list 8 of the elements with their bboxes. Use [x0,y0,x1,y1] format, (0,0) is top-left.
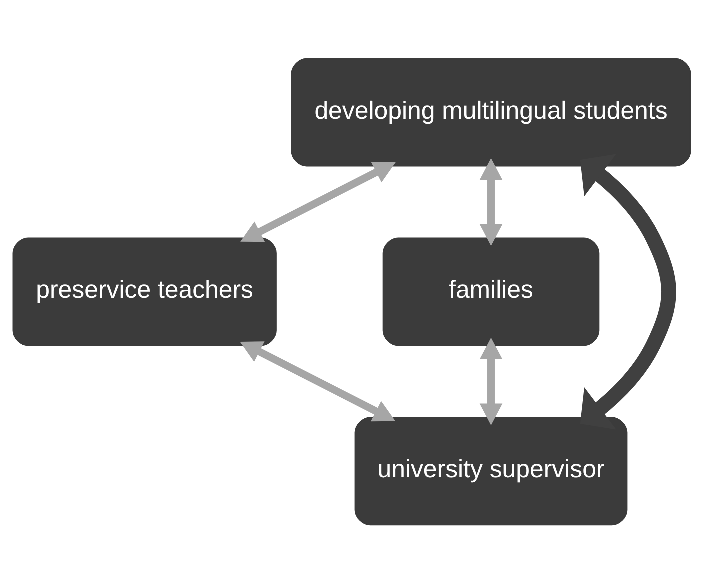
node-box: university supervisor [354,416,628,526]
node-box: preservice teachers [12,237,277,346]
node-box: families [382,237,600,346]
arrow [480,158,503,246]
arrow [480,337,503,426]
node-box: developing multilingual students [291,58,692,166]
arrow [240,341,396,422]
arrow [240,162,396,242]
